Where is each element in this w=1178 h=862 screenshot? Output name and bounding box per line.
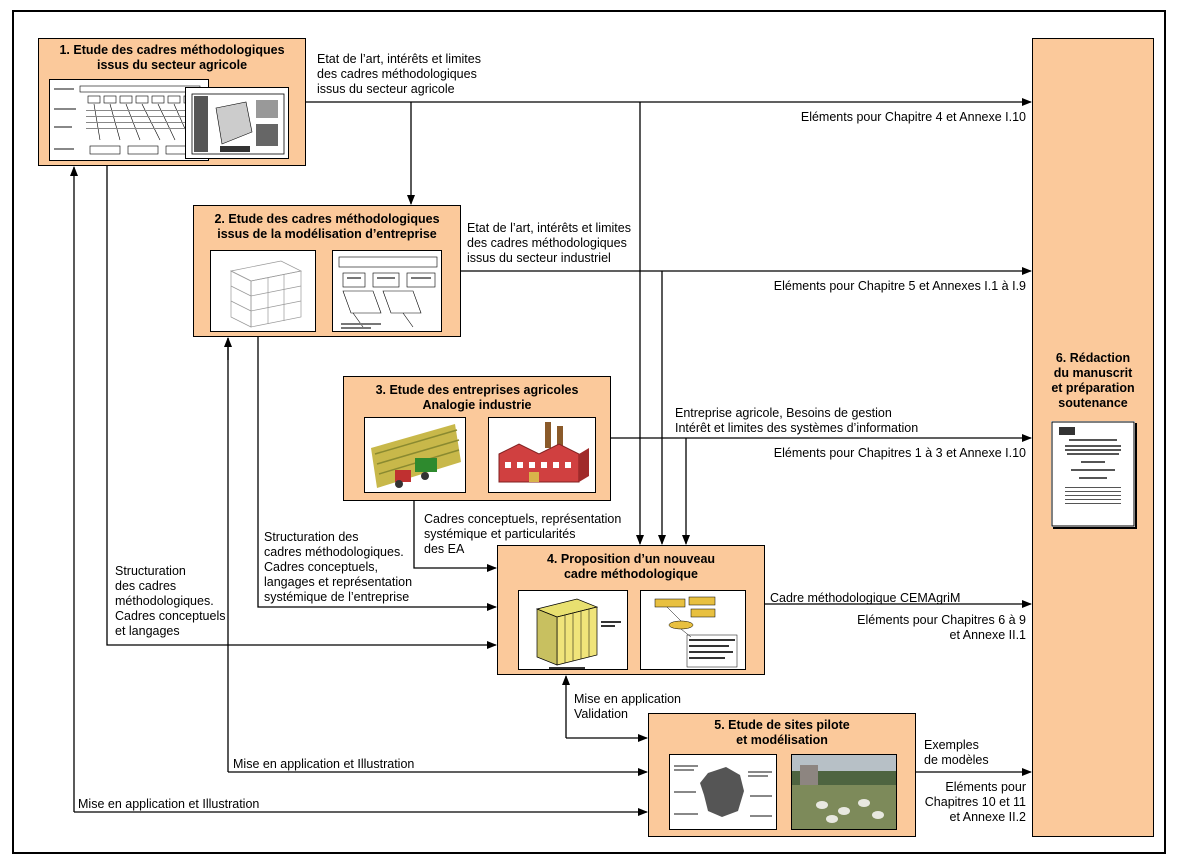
sheep-photo [791,754,897,830]
label-chapter-5: Eléments pour Chapitre 5 et Annexes I.1 … [773,279,1026,293]
arrow-b3-to-b4 [413,501,497,572]
cemagrim-cube-thumbnail [518,590,628,670]
label-chapters-6-9: Eléments pour Chapitres 6 à 9 et Annexe … [857,613,1026,642]
label-chapters-1-3: Eléments pour Chapitres 1 à 3 et Annexe … [773,446,1026,460]
farm-model-thumbnail [185,87,289,159]
box-2-enterprise-modeling-frameworks: 2. Etude des cadres méthodologiques issu… [193,205,461,337]
box-1-title: 1. Etude des cadres méthodologiques issu… [59,43,285,72]
box-4-title: 4. Proposition d’un nouveau cadre méthod… [546,552,716,581]
label-cemagrim: Cadre méthodologique CEMAgriM [770,591,961,605]
label-mise-validation: Mise en application Validation [574,692,682,721]
box-6-title: 6. Rédaction du manuscrit et préparation… [1051,351,1135,410]
box-3-agricultural-enterprises: 3. Etude des entreprises agricoles Analo… [343,376,611,501]
factory-image [488,417,596,493]
box-4-new-framework-proposal: 4. Proposition d’un nouveau cadre méthod… [497,545,765,675]
manuscript-cover-thumbnail [1051,421,1135,527]
arrow-b2-to-b4 [257,337,497,611]
label-b2-output: Etat de l’art, intérêts et limites des c… [467,221,631,265]
label-b3-output: Entreprise agricole, Besoins de gestion … [675,406,919,435]
farm-field-image [364,417,466,493]
box-5-pilot-sites: 5. Etude de sites pilote et modélisation [648,713,916,837]
label-b1-output: Etat de l’art, intérêts et limites des c… [317,52,481,96]
box-6-manuscript-writing: 6. Rédaction du manuscrit et préparation… [1032,38,1154,837]
label-mise-illustration-b1: Mise en application et Illustration [78,797,260,811]
box-3-title: 3. Etude des entreprises agricoles Analo… [375,383,579,412]
cube-framework-thumbnail [210,250,316,332]
box-2-title: 2. Etude des cadres méthodologiques issu… [214,212,440,241]
label-b3-to-b4: Cadres conceptuels, représentation systé… [424,512,622,556]
label-mise-illustration-b2: Mise en application et Illustration [233,757,415,771]
label-b2-to-b4: Structuration des cadres méthodologiques… [264,530,413,604]
france-map-thumbnail [669,754,777,830]
label-b1-to-b4: Structuration des cadres méthodologiques… [115,564,226,638]
box-5-title: 5. Etude de sites pilote et modélisation [714,718,850,747]
box-1-agricultural-frameworks: 1. Etude des cadres méthodologiques issu… [38,38,306,166]
arrow-b1-to-b4 [106,166,497,649]
label-chapter-4: Eléments pour Chapitre 4 et Annexe I.10 [800,110,1026,124]
label-example-models: Exemples de modèles [924,738,989,767]
architecture-diagram-thumbnail [332,250,442,332]
model-diagram-thumbnail [640,590,746,670]
framework-diagram-thumbnail [49,79,209,161]
label-chapters-10-11: Eléments pour Chapitres 10 et 11 et Anne… [924,780,1026,824]
